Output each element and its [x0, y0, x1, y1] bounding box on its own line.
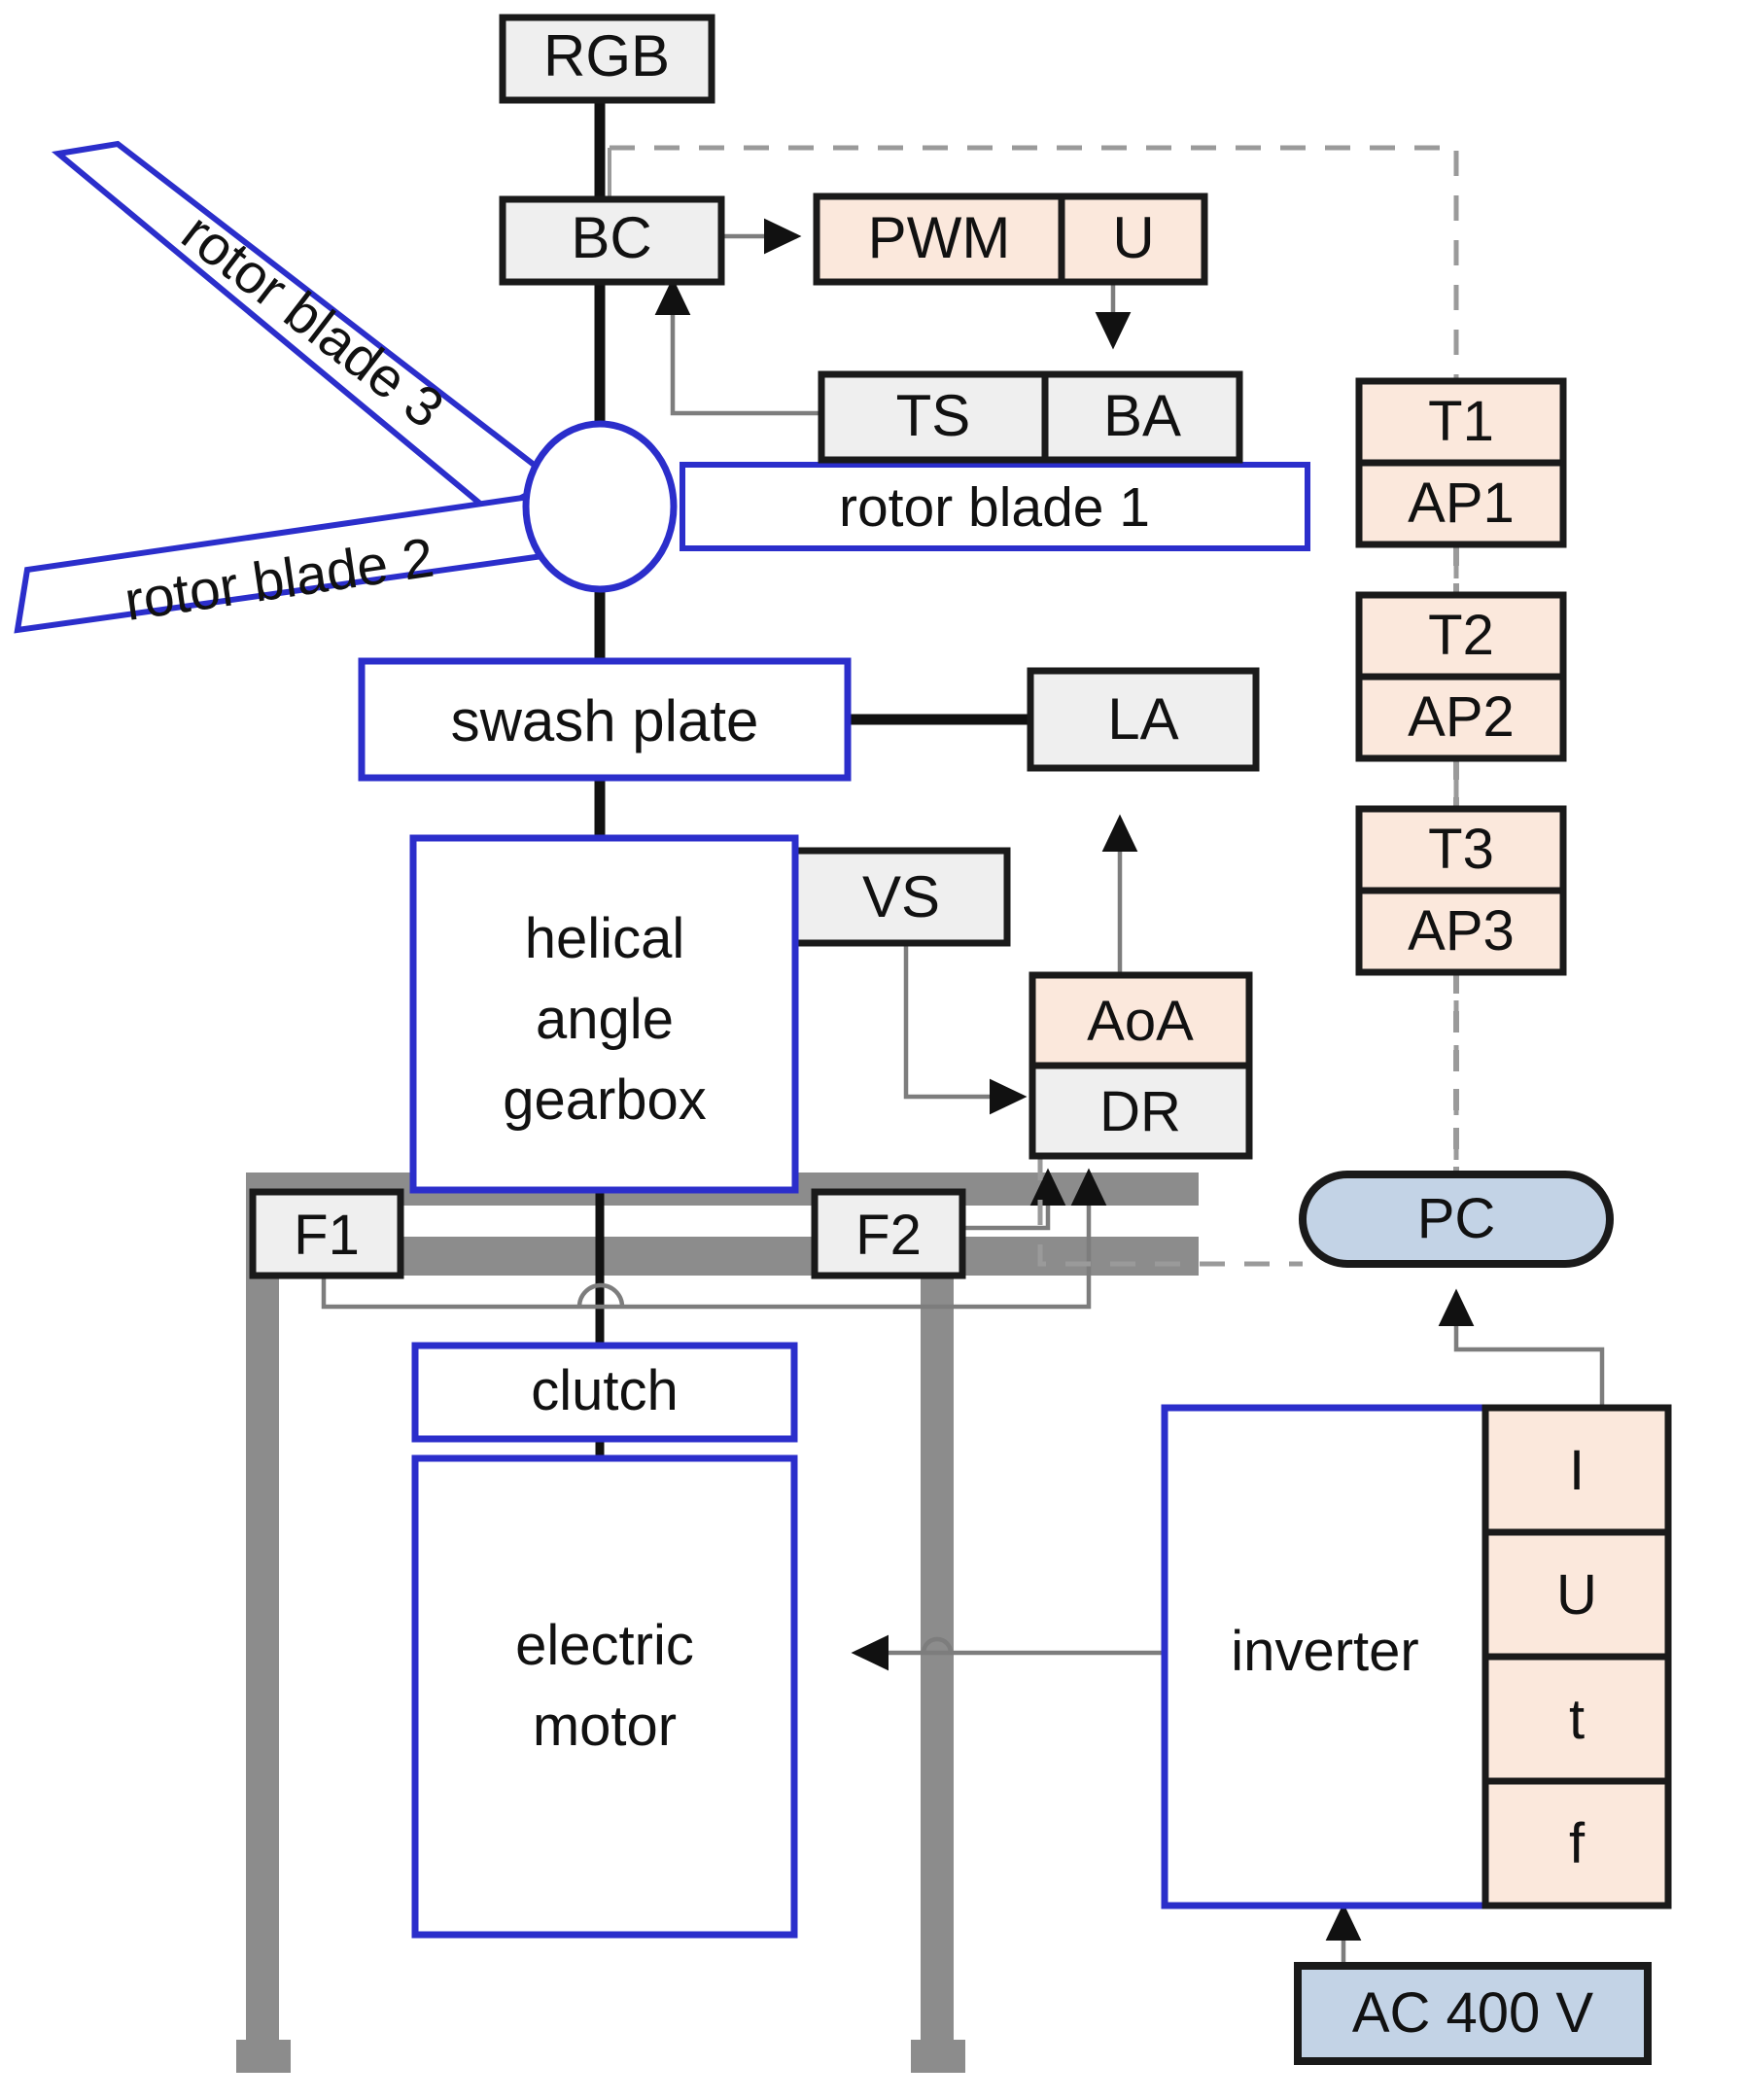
block-inverter[interactable]: inverter: [1161, 1404, 1489, 1909]
t1-label: T1: [1428, 390, 1494, 453]
block-ac-supply[interactable]: AC 400 V: [1294, 1962, 1652, 2065]
block-electric-motor[interactable]: electric motor: [411, 1454, 798, 1939]
pc-label: PC: [1417, 1187, 1496, 1250]
block-swash-plate[interactable]: swash plate: [358, 657, 852, 782]
block-t2-ap2[interactable]: T2 AP2: [1355, 591, 1567, 762]
block-aoa-dr[interactable]: AoA DR: [1028, 971, 1253, 1160]
block-rgb[interactable]: RGB: [499, 14, 715, 104]
ap1-label: AP1: [1408, 472, 1515, 535]
block-bc[interactable]: BC: [499, 195, 725, 286]
block-t1-ap1[interactable]: T1 AP1: [1355, 377, 1567, 548]
block-ts-ba[interactable]: TS BA: [818, 370, 1243, 464]
ts-label: TS: [896, 383, 971, 448]
line-jump-arc: [921, 1636, 954, 1654]
rotor-blade-1[interactable]: rotor blade 1: [680, 462, 1310, 551]
rotor-blade-3-label: rotor blade 3: [170, 201, 455, 440]
line-jump-arc-2: [576, 1282, 625, 1308]
block-la[interactable]: LA: [1027, 667, 1260, 772]
inverter-time-label: t: [1569, 1688, 1585, 1751]
pwm-voltage-label: U: [1112, 205, 1154, 270]
block-clutch[interactable]: clutch: [411, 1342, 798, 1443]
dr-label: DR: [1099, 1080, 1181, 1143]
inverter-current-label: I: [1569, 1439, 1585, 1502]
clutch-label: clutch: [531, 1359, 679, 1422]
la-label: LA: [1107, 686, 1178, 752]
ac-supply-label: AC 400 V: [1352, 1981, 1594, 2045]
rgb-label: RGB: [543, 23, 670, 88]
rotor-blade-3[interactable]: rotor blade 3: [52, 140, 560, 517]
block-inverter-measurements[interactable]: I U t f: [1482, 1404, 1672, 1909]
ap3-label: AP3: [1408, 899, 1515, 962]
block-t3-ap3[interactable]: T3 AP3: [1355, 805, 1567, 976]
pwm-label: PWM: [868, 205, 1011, 270]
inverter-frequency-label: f: [1569, 1812, 1586, 1875]
motor-label-1: electric: [515, 1614, 694, 1677]
f2-label: F2: [855, 1204, 922, 1267]
rotor-blade-1-label: rotor blade 1: [839, 476, 1150, 539]
block-vs[interactable]: VS: [791, 847, 1011, 947]
t3-label: T3: [1428, 818, 1494, 881]
rotor-hub: [522, 420, 678, 593]
ap2-label: AP2: [1408, 685, 1515, 749]
rotor-blade-2[interactable]: rotor blade 2: [14, 490, 560, 634]
aoa-label: AoA: [1087, 990, 1194, 1053]
bc-label: BC: [571, 205, 651, 270]
gearbox-label-3: gearbox: [503, 1068, 707, 1132]
f1-label: F1: [294, 1204, 360, 1267]
block-helical-angle-gearbox[interactable]: helical angle gearbox: [409, 834, 799, 1194]
gearbox-label-1: helical: [525, 907, 684, 970]
vs-label: VS: [862, 864, 940, 929]
inverter-label: inverter: [1231, 1620, 1418, 1683]
block-f1[interactable]: F1: [249, 1188, 404, 1279]
inverter-voltage-label: U: [1556, 1563, 1597, 1627]
swash-plate-label: swash plate: [451, 688, 759, 753]
ba-label: BA: [1103, 383, 1181, 448]
block-pwm-u[interactable]: PWM U: [813, 192, 1208, 286]
gearbox-label-2: angle: [536, 988, 674, 1051]
block-pc[interactable]: PC: [1299, 1171, 1614, 1268]
motor-label-2: motor: [533, 1695, 677, 1758]
signal-lines: [321, 148, 1605, 1966]
t2-label: T2: [1428, 604, 1494, 667]
block-f2[interactable]: F2: [811, 1188, 966, 1279]
